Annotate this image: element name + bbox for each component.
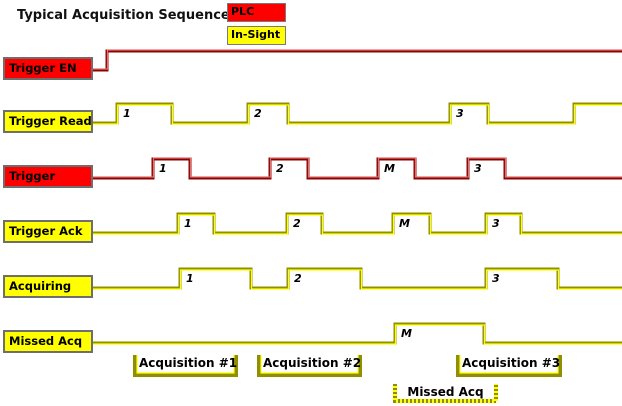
pulse-label-trigger-ack-2: 2 bbox=[293, 217, 301, 230]
diagram-title: Typical Acquisition Sequence bbox=[17, 8, 230, 23]
waveform-highlight-trigger-en bbox=[89, 49, 622, 70]
pulse-label-trigger-3: 3 bbox=[474, 162, 482, 175]
waveform-highlight-trigger-ack bbox=[89, 214, 622, 235]
bracket-acquisition-2-label: Acquisition #2 bbox=[263, 356, 362, 370]
waveform-trigger-en bbox=[89, 49, 622, 72]
waveform-highlight-trigger-ready bbox=[89, 104, 622, 125]
pulse-label-trigger-ready-3: 3 bbox=[456, 107, 464, 120]
waveform-acquiring bbox=[89, 267, 622, 290]
waveform-highlight-trigger bbox=[89, 157, 622, 178]
bracket-acquisition-3 bbox=[456, 355, 562, 377]
bracket-acquisition-2 bbox=[257, 355, 362, 377]
pulse-label-acquiring-3: 3 bbox=[492, 272, 500, 285]
waveform-trigger-ack bbox=[89, 212, 622, 235]
bracket-missed-acq-highlight bbox=[393, 384, 498, 403]
pulse-label-trigger-ack-m: M bbox=[399, 217, 410, 230]
pulse-label-trigger-ready-1: 1 bbox=[123, 107, 131, 120]
signal-label-trigger: Trigger bbox=[3, 165, 93, 188]
signal-label-trigger-en: Trigger EN bbox=[3, 57, 93, 80]
signal-label-trigger-ack: Trigger Ack bbox=[3, 220, 93, 243]
waveform-highlight-acquiring bbox=[89, 269, 622, 290]
pulse-label-trigger-1: 1 bbox=[159, 162, 167, 175]
waveform-missed-acq bbox=[89, 322, 622, 345]
bracket-acquisition-2-highlight bbox=[260, 355, 359, 374]
pulse-label-acquiring-1: 1 bbox=[186, 272, 194, 285]
pulse-label-trigger-2: 2 bbox=[276, 162, 284, 175]
waveform-trigger-ready bbox=[89, 102, 622, 125]
bracket-acquisition-3-highlight bbox=[459, 355, 559, 374]
signal-label-missed-acq: Missed Acq bbox=[3, 330, 93, 353]
legend-plc-swatch: PLC bbox=[227, 3, 286, 22]
waveform-highlight-missed-acq bbox=[89, 324, 622, 345]
bracket-missed-acq-label: Missed Acq bbox=[407, 385, 484, 399]
bracket-acquisition-1 bbox=[133, 355, 238, 377]
bracket-missed-acq bbox=[393, 384, 498, 403]
legend-insight-label: In-Sight bbox=[231, 28, 281, 41]
pulse-label-trigger-m: M bbox=[384, 162, 395, 175]
bracket-acquisition-1-highlight bbox=[136, 355, 235, 374]
legend-plc-label: PLC bbox=[231, 5, 255, 18]
pulse-label-trigger-ready-2: 2 bbox=[254, 107, 262, 120]
waveform-trigger bbox=[89, 157, 622, 180]
bracket-acquisition-1-label: Acquisition #1 bbox=[139, 356, 238, 370]
pulse-label-trigger-ack-1: 1 bbox=[184, 217, 192, 230]
signal-label-acquiring: Acquiring bbox=[3, 275, 93, 298]
pulse-label-acquiring-2: 2 bbox=[294, 272, 302, 285]
pulse-label-missed-acq-m: M bbox=[401, 327, 412, 340]
legend-insight-swatch: In-Sight bbox=[227, 26, 286, 45]
pulse-label-trigger-ack-3: 3 bbox=[492, 217, 500, 230]
bracket-acquisition-3-label: Acquisition #3 bbox=[462, 356, 561, 370]
signal-label-trigger-ready: Trigger Ready bbox=[3, 110, 93, 133]
